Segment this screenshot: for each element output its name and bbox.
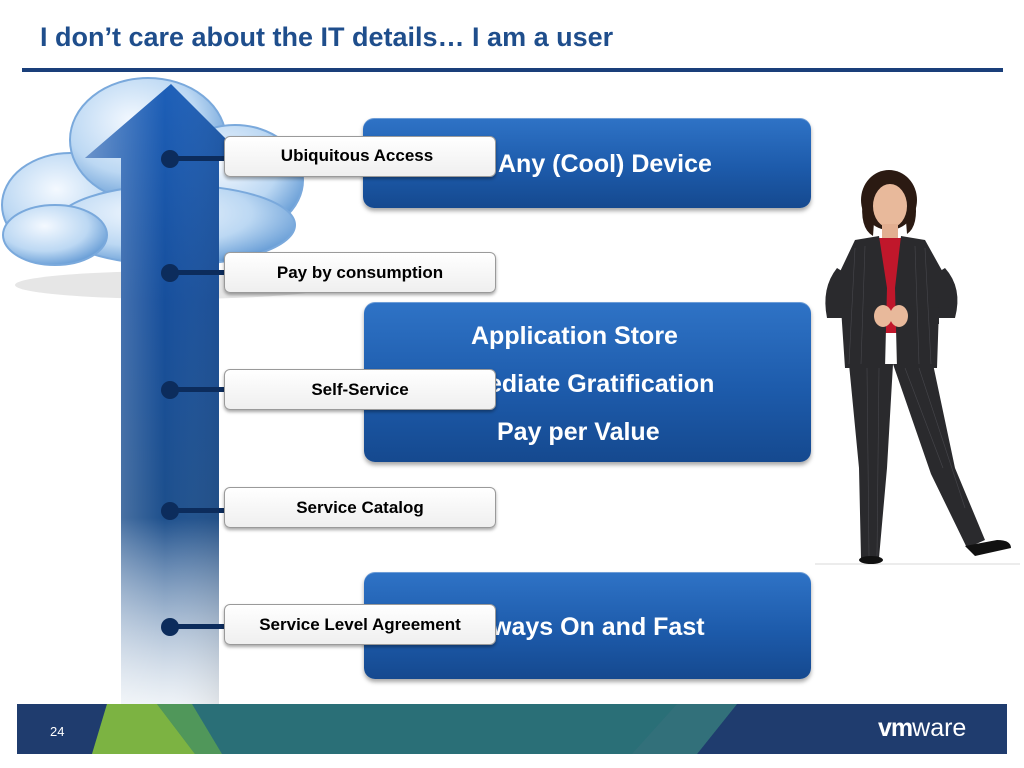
always-on-box: ways On and Fast [364, 572, 811, 679]
label-service-catalog: Service Catalog [224, 487, 496, 528]
gratification-text: ediate Gratification [488, 370, 715, 398]
label-ubiquitous-access: Ubiquitous Access [224, 136, 496, 177]
business-woman-image [815, 170, 1020, 565]
label-text: Ubiquitous Access [280, 146, 434, 165]
vmware-logo: vmware [878, 714, 966, 743]
logo-vm: vm [878, 714, 913, 742]
pay-per-value-text: Pay per Value [497, 418, 660, 446]
connector-line [170, 270, 226, 275]
slide-title: I don’t care about the IT details… I am … [40, 22, 614, 52]
label-text: Pay by consumption [276, 262, 444, 282]
label-pay-by-consumption: Pay by consumption [224, 252, 496, 293]
connector-line [170, 624, 226, 629]
label-service-level-agreement: Service Level Agreement [224, 604, 496, 645]
title-underline [22, 68, 1003, 72]
connector-line [170, 508, 226, 513]
label-text: Service Catalog [296, 497, 424, 517]
logo-ware: ware [912, 714, 967, 742]
footer-band [17, 704, 1007, 754]
always-on-text: ways On and Fast [492, 613, 705, 641]
application-store-text: Application Store [471, 322, 678, 350]
device-box-text: Any (Cool) Device [498, 150, 712, 178]
label-text: Service Level Agreement [259, 614, 461, 634]
connector-line [170, 387, 226, 392]
connector-line [170, 156, 226, 161]
label-self-service: Self-Service [224, 369, 496, 410]
label-text: Self-Service [311, 379, 409, 399]
page-number: 24 [50, 724, 65, 739]
